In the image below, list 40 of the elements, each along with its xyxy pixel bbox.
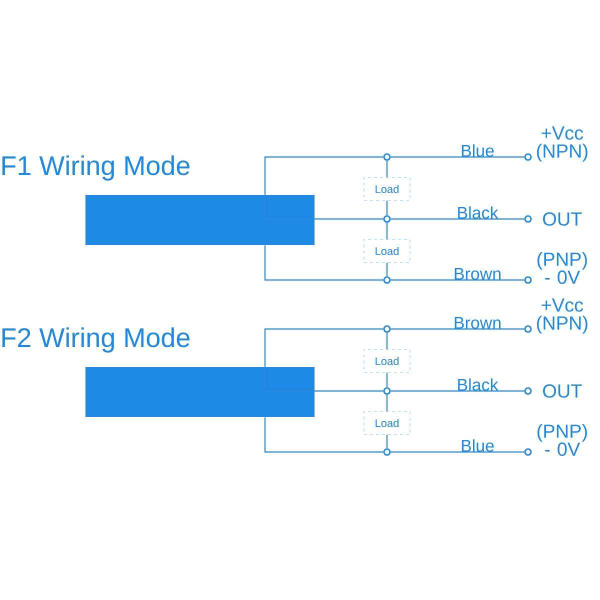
wire [390, 218, 524, 220]
wire [386, 222, 388, 240]
load-box: Load [364, 349, 410, 373]
wire-label: Black [458, 378, 498, 391]
wire [390, 279, 524, 281]
wire [386, 434, 388, 448]
load-box: Load [364, 411, 410, 435]
wire-label: Black [458, 206, 498, 219]
wire-label: Blue [462, 439, 494, 452]
title: F1 Wiring Mode [2, 155, 190, 181]
terminal-label: OUT [543, 384, 582, 398]
wire [386, 372, 388, 388]
wire-label: Blue [462, 144, 494, 157]
terminal-label: +Vcc (NPN) [537, 126, 588, 162]
sensor-box [86, 195, 314, 245]
terminal-label: +Vcc (NPN) [537, 298, 588, 334]
wire [386, 394, 388, 412]
wire [386, 200, 388, 216]
terminal-label: (PNP) - 0V [538, 252, 587, 284]
terminal-label: (PNP) - 0V [538, 424, 587, 456]
wire [264, 366, 384, 392]
wire [264, 156, 384, 195]
title: F2 Wiring Mode [2, 327, 190, 353]
wire [386, 262, 388, 276]
wire [264, 194, 384, 220]
wire [386, 332, 388, 350]
sensor-box [86, 367, 314, 417]
load-box: Load [364, 177, 410, 201]
wire [386, 160, 388, 178]
wire [264, 245, 384, 281]
wire [390, 390, 524, 392]
wire [390, 451, 524, 453]
wire [264, 328, 384, 367]
wire-label: Brown [454, 316, 500, 329]
load-box: Load [364, 239, 410, 263]
wire [264, 417, 384, 453]
wire-label: Brown [454, 268, 500, 280]
wire [390, 328, 524, 330]
wire [390, 156, 524, 158]
terminal-label: OUT [543, 212, 582, 226]
